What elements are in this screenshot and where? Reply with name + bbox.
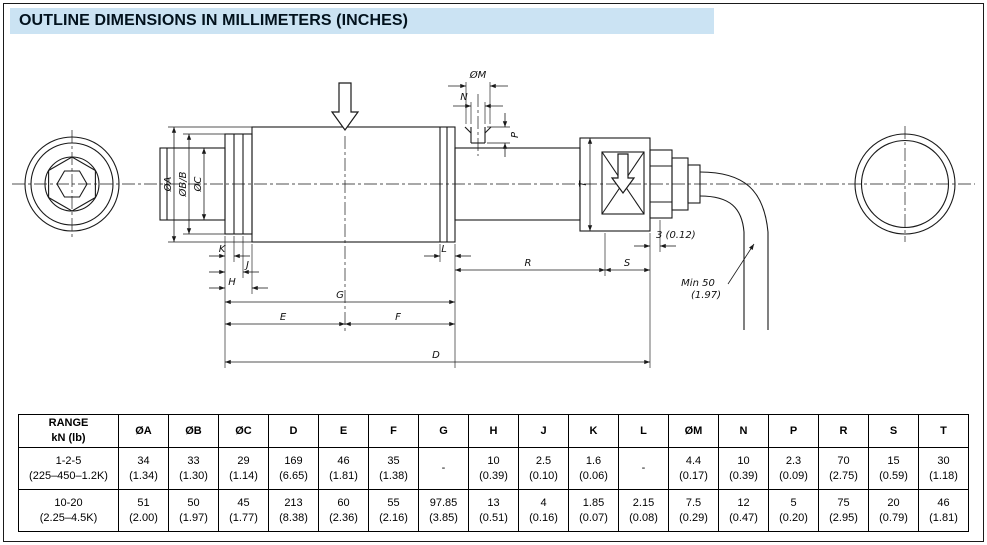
dimension-labels: ØA ØB/B ØC ØM N P T K J H G E F D L R S …: [162, 69, 721, 361]
table-header-cell: L: [618, 414, 669, 448]
table-cell: 50(1.97): [168, 489, 219, 532]
table-header-range: RANGE kN (lb): [18, 414, 119, 448]
table-cell: 55(2.16): [368, 489, 419, 532]
dim-label-min-bend-1: Min 50: [681, 278, 715, 289]
table-cell: -: [418, 447, 469, 490]
table-cell: 2.3(0.09): [768, 447, 819, 490]
table-cell: 2.5(0.10): [518, 447, 569, 490]
dim-label-dia-m: ØM: [469, 69, 487, 81]
table-header-cell: K: [568, 414, 619, 448]
dim-label-s: S: [624, 258, 631, 269]
outline-drawing: ØA ØB/B ØC ØM N P T K J H G E F D L R S …: [12, 69, 975, 368]
hex-socket: [56, 170, 88, 198]
table-cell: 169(6.65): [268, 447, 319, 490]
load-arrow-top: [330, 82, 360, 132]
row-range-cell: 1-2-5(225–450–1.2K): [18, 447, 119, 490]
table-cell: 45(1.77): [218, 489, 269, 532]
table-header-cell: H: [468, 414, 519, 448]
table-cell: 2.15(0.08): [618, 489, 669, 532]
table-cell: 70(2.75): [818, 447, 869, 490]
table-cell: -: [618, 447, 669, 490]
hex-head: [48, 156, 96, 212]
cable-entry-square: [601, 151, 645, 215]
dim-label-dia-b: ØB/B: [177, 171, 189, 197]
dim-label-t: T: [578, 180, 589, 187]
table-cell: 20(0.79): [868, 489, 919, 532]
table-header-cell: F: [368, 414, 419, 448]
dims-table-body: 1-2-5(225–450–1.2K)34(1.34)33(1.30)29(1.…: [18, 447, 969, 532]
dimension-lines: [168, 82, 755, 368]
cable: [699, 195, 745, 330]
title-bar: OUTLINE DIMENSIONS IN MILLIMETERS (INCHE…: [10, 8, 714, 34]
dim-label-dia-c: ØC: [192, 177, 204, 193]
table-cell: 75(2.95): [818, 489, 869, 532]
dim-label-dia-a: ØA: [162, 176, 174, 192]
cable: [699, 171, 769, 330]
dim-label-h: H: [228, 277, 236, 288]
table-cell: 34(1.34): [118, 447, 169, 490]
table-cell: 5(0.20): [768, 489, 819, 532]
range-header-line2: kN (lb): [51, 432, 86, 444]
table-cell: 10(0.39): [468, 447, 519, 490]
table-cell: 51(2.00): [118, 489, 169, 532]
table-cell: 13(0.51): [468, 489, 519, 532]
table-cell: 30(1.18): [918, 447, 969, 490]
table-header-cell: J: [518, 414, 569, 448]
table-header-cell: N: [718, 414, 769, 448]
table-header-cell: D: [268, 414, 319, 448]
dim-label-k: K: [219, 244, 227, 255]
table-cell: 46(1.81): [318, 447, 369, 490]
page-title: OUTLINE DIMENSIONS IN MILLIMETERS (INCHE…: [19, 12, 409, 29]
dim-label-n: N: [460, 92, 468, 103]
table-cell: 46(1.81): [918, 489, 969, 532]
table-header-cell: ØM: [668, 414, 719, 448]
dim-label-f: F: [395, 312, 401, 323]
table-cell: 10(0.39): [718, 447, 769, 490]
table-header-cell: E: [318, 414, 369, 448]
left-end-view: [24, 136, 120, 232]
table-cell: 97.85(3.85): [418, 489, 469, 532]
table-cell: 15(0.59): [868, 447, 919, 490]
side-view: [159, 126, 769, 330]
table-header-cell: P: [768, 414, 819, 448]
table-row: 1-2-5(225–450–1.2K)34(1.34)33(1.30)29(1.…: [18, 447, 969, 490]
table-header-cell: ØA: [118, 414, 169, 448]
right-end-view: [854, 133, 956, 235]
table-cell: 29(1.14): [218, 447, 269, 490]
dim-label-r: R: [525, 258, 532, 269]
load-direction-arrows: [330, 82, 636, 195]
table-header-cell: G: [418, 414, 469, 448]
range-header-line1: RANGE: [48, 417, 89, 429]
table-cell: 12(0.47): [718, 489, 769, 532]
table-header-cell: T: [918, 414, 969, 448]
dim-label-offset: 3 (0.12): [656, 230, 696, 241]
table-cell: 35(1.38): [368, 447, 419, 490]
table-row: 10-20(2.25–4.5K)51(2.00)50(1.97)45(1.77)…: [18, 489, 969, 532]
table-cell: 213(8.38): [268, 489, 319, 532]
dim-label-g: G: [336, 290, 344, 301]
dim-label-d: D: [432, 350, 440, 361]
table-cell: 4(0.16): [518, 489, 569, 532]
dim-label-p: P: [510, 131, 521, 138]
table-cell: 60(2.36): [318, 489, 369, 532]
table-cell: 1.6(0.06): [568, 447, 619, 490]
table-header-cell: ØB: [168, 414, 219, 448]
table-cell: 4.4(0.17): [668, 447, 719, 490]
dim-label-e: E: [280, 312, 287, 323]
table-header-cell: ØC: [218, 414, 269, 448]
table-cell: 1.85(0.07): [568, 489, 619, 532]
row-range-cell: 10-20(2.25–4.5K): [18, 489, 119, 532]
dim-label-j: J: [244, 260, 249, 271]
table-cell: 33(1.30): [168, 447, 219, 490]
dim-label-l: L: [441, 244, 447, 255]
centerlines: [12, 94, 975, 332]
table-cell: 7.5(0.29): [668, 489, 719, 532]
table-header-cell: R: [818, 414, 869, 448]
dim-label-min-bend-2: (1.97): [691, 290, 721, 301]
load-arrow-connector: [610, 153, 636, 195]
table-header-cell: S: [868, 414, 919, 448]
